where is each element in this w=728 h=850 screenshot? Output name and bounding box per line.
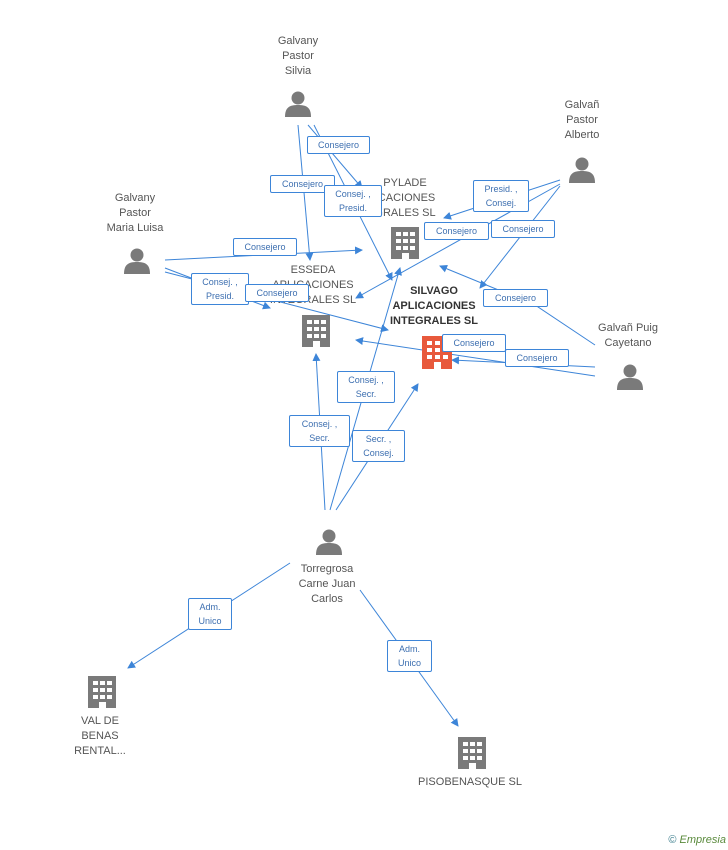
person-icon-torregrosa[interactable] bbox=[316, 529, 342, 556]
building-icon-esseda[interactable] bbox=[302, 315, 330, 347]
edge-cayetano-esseda[interactable] bbox=[355, 337, 596, 377]
node-label-torregrosa[interactable]: Torregrosa Carne Juan Carlos bbox=[298, 563, 356, 605]
brand-name: Empresia bbox=[679, 834, 726, 846]
edge-label[interactable]: Consej. , Presid. bbox=[191, 273, 249, 305]
edge-label[interactable]: Consejero bbox=[233, 238, 297, 256]
node-label-silvia[interactable]: Galvany Pastor Silvia bbox=[277, 35, 319, 77]
edge-label[interactable]: Consejero bbox=[424, 222, 489, 240]
edge-label[interactable]: Consejero bbox=[491, 220, 555, 238]
edge-silvia-pylade[interactable] bbox=[307, 124, 363, 189]
edge-label[interactable]: Consej. , Presid. bbox=[324, 185, 382, 217]
node-label-pylade[interactable]: PYLADE ICACIONES GRALES SL bbox=[374, 177, 436, 219]
node-label-pisobenasque[interactable]: PISOBENASQUE SL bbox=[418, 776, 522, 788]
building-icon-pisobenasque[interactable] bbox=[458, 737, 486, 769]
copyright-icon: © bbox=[668, 834, 677, 846]
building-icon-silvago[interactable] bbox=[422, 336, 452, 369]
person-icon-cayetano[interactable] bbox=[617, 364, 643, 391]
person-icon-silvia[interactable] bbox=[285, 91, 311, 118]
node-label-alberto[interactable]: Galvañ Pastor Alberto bbox=[564, 99, 600, 141]
edge-label[interactable]: Consejero bbox=[270, 175, 335, 193]
edge-label[interactable]: Consej. , Secr. bbox=[289, 415, 350, 447]
edge-label[interactable]: Adm. Unico bbox=[387, 640, 432, 672]
edge-label[interactable]: Consejero bbox=[483, 289, 548, 307]
person-icon-maria[interactable] bbox=[124, 248, 150, 275]
edge-label[interactable]: Consejero bbox=[442, 334, 506, 352]
edge-label[interactable]: Consejero bbox=[245, 284, 309, 302]
node-label-maria[interactable]: Galvany Pastor Maria Luisa bbox=[106, 192, 164, 234]
node-label-silvago[interactable]: SILVAGO APLICACIONES INTEGRALES SL bbox=[389, 285, 478, 327]
node-label-valdebenas[interactable]: VAL DE BENAS RENTAL... bbox=[74, 715, 126, 757]
edge-label[interactable]: Consej. , Secr. bbox=[337, 371, 395, 403]
edge-label[interactable]: Consejero bbox=[307, 136, 370, 154]
building-icon-valdebenas[interactable] bbox=[88, 676, 116, 708]
edge-label[interactable]: Presid. , Consej. bbox=[473, 180, 529, 212]
node-label-cayetano[interactable]: Galvañ Puig Cayetano bbox=[598, 322, 658, 349]
person-icon-alberto[interactable] bbox=[569, 157, 595, 184]
building-icon-pylade[interactable] bbox=[391, 227, 419, 259]
edge-label[interactable]: Adm. Unico bbox=[188, 598, 232, 630]
edge-label[interactable]: Secr. , Consej. bbox=[352, 430, 405, 462]
edge-label[interactable]: Consejero bbox=[505, 349, 569, 367]
footer-brand: © Empresia bbox=[668, 834, 726, 846]
